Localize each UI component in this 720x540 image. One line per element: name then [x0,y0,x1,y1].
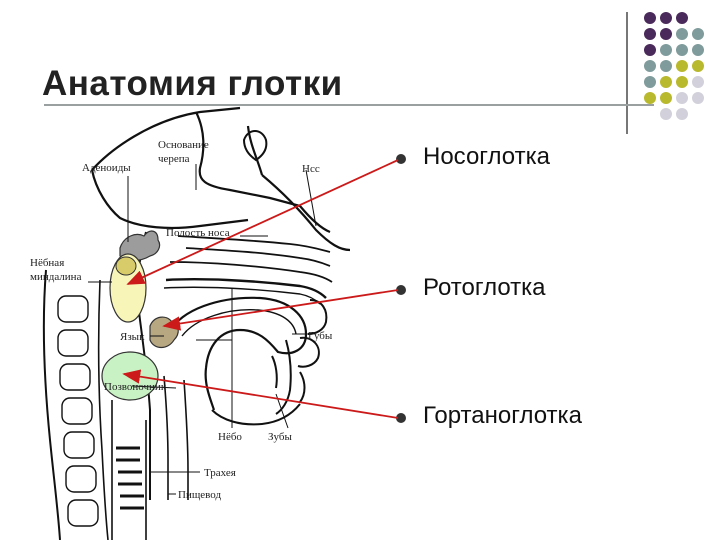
lingual-tonsil [149,316,179,349]
nasal-conchae [169,235,333,283]
leader-lines [88,164,317,495]
dot [692,44,704,56]
jaw [211,403,301,426]
bullet-dot-nasopharynx [396,154,406,164]
dot [676,60,688,72]
label-skull-base-2: черепа [158,153,190,165]
dot [692,76,704,88]
arrow-oropharynx [162,289,399,331]
spine-outline [42,269,61,540]
dot [644,60,656,72]
label-tongue: Язык [120,331,145,343]
dot [660,28,672,40]
dot [692,28,704,40]
dot [676,108,688,120]
label-tonsil-2: миндалина [30,271,82,283]
dot [660,12,672,24]
label-spine: Позвоночник [104,381,167,393]
arrow-nasopharynx [126,159,399,285]
dot [676,12,688,24]
pointer-arrows [122,159,399,419]
tongue [168,296,308,411]
label-trachea: Трахея [204,467,236,479]
lips-and-teeth [271,299,328,415]
trachea-rings [116,446,144,510]
arrow-laryngopharynx [122,369,399,419]
dot [644,44,656,56]
slide-title: Анатомия глотки [42,64,343,103]
label-palate: Нёбо [218,431,242,443]
hard-palate [165,278,327,299]
dot [660,108,672,120]
dot [676,28,688,40]
bullet-label-laryngopharynx: Гортаноглотка [423,402,582,429]
dot [676,92,688,104]
skull-crest [242,130,268,162]
title-underline [44,104,654,106]
vertebrae [57,295,99,527]
label-adenoids: Аденоиды [82,162,131,174]
dot [676,76,688,88]
dot [644,12,656,24]
dot [660,44,672,56]
bullet-dot-oropharynx [396,285,406,295]
dot [644,92,656,104]
dot [644,76,656,88]
label-teeth: Зубы [268,431,292,443]
label-lips: Губы [308,330,333,342]
dot [660,92,672,104]
label-nasal-concha: Нсс [302,163,320,175]
label-nasal-cavity: Полость носа [166,227,230,239]
dot [676,44,688,56]
skull-outline [90,106,351,252]
decorative-vertical-rule [626,12,628,134]
label-esophagus: Пищевод [178,489,221,501]
decorative-dot-grid [640,10,704,120]
bullet-dot-laryngopharynx [396,413,406,423]
bullet-label-nasopharynx: Носоглотка [423,143,550,170]
dot [660,60,672,72]
label-skull-base-1: Основание [158,139,209,151]
dot [644,28,656,40]
label-tonsil-1: Нёбная [30,257,64,269]
dot [692,92,704,104]
bullet-label-oropharynx: Ротоглотка [423,274,546,301]
dot [692,60,704,72]
dot [660,76,672,88]
